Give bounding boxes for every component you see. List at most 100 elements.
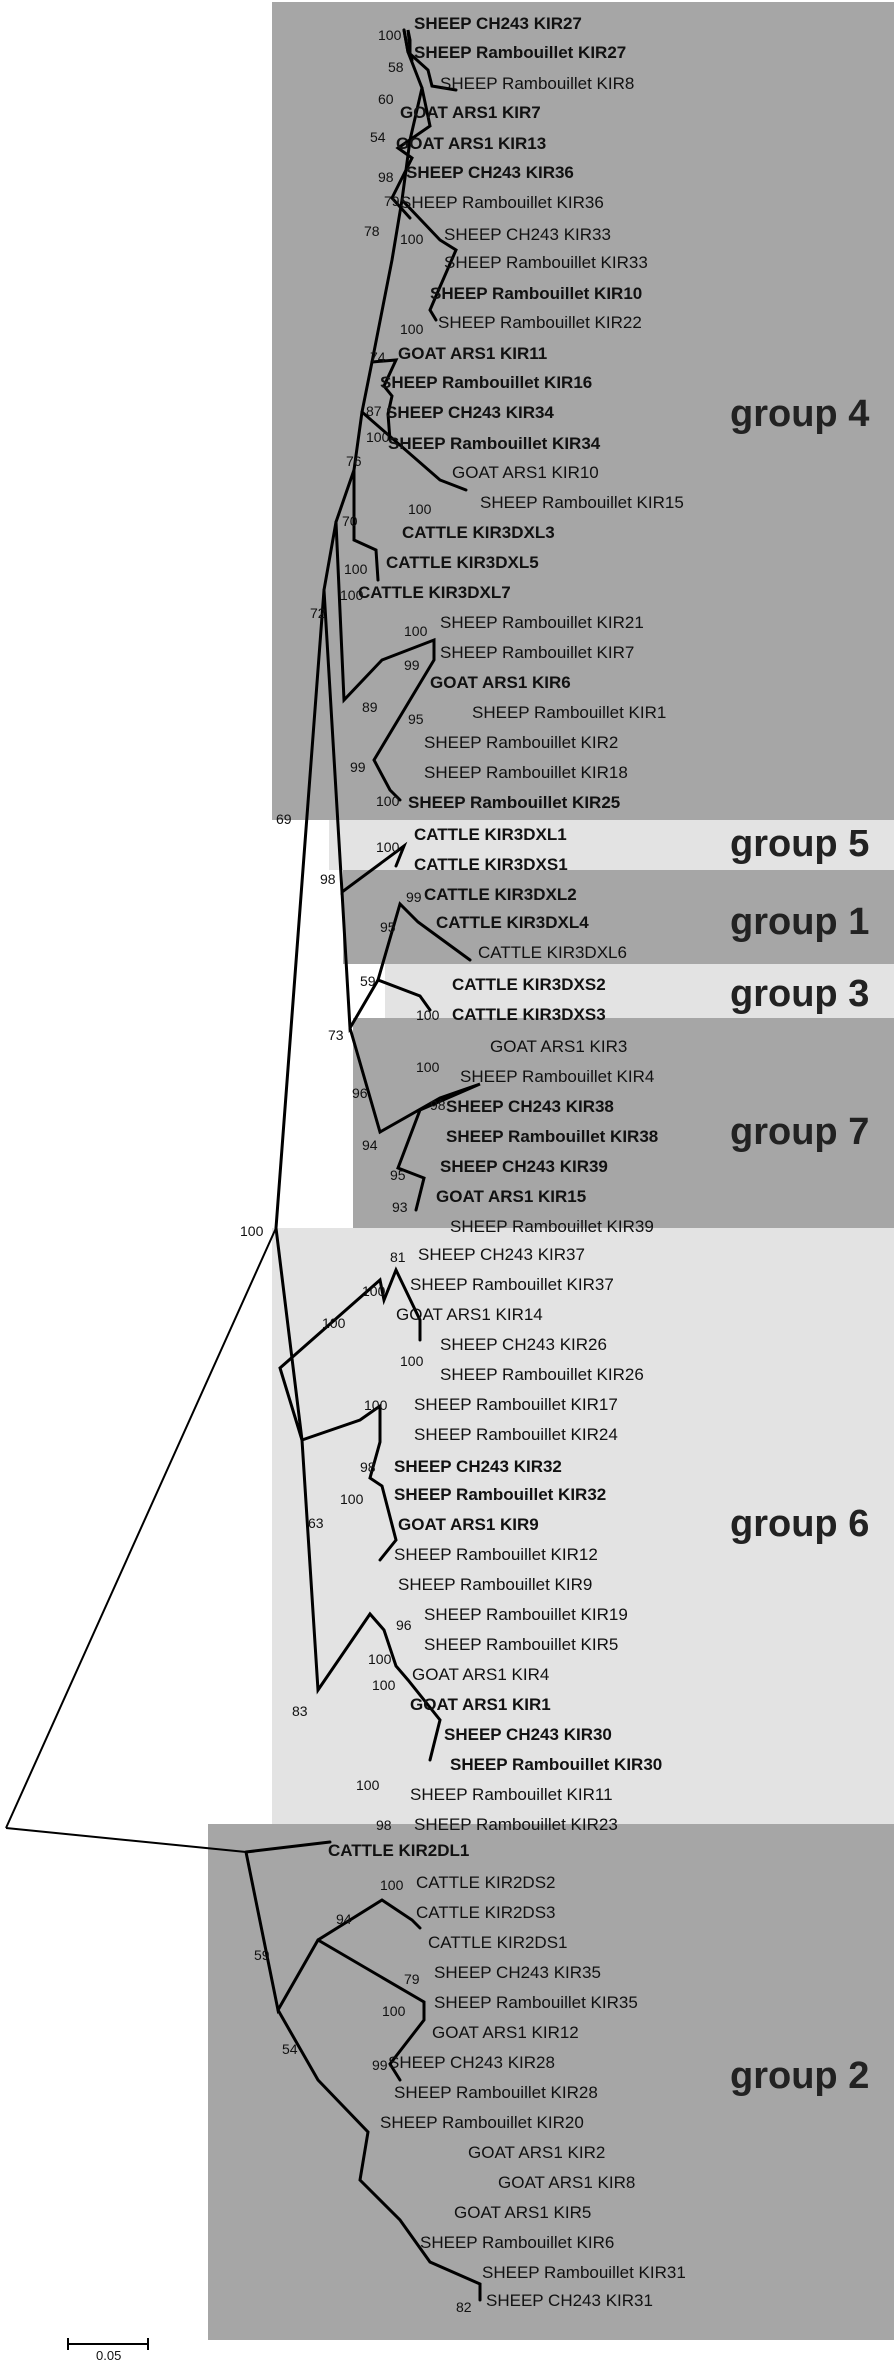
leaf-label: SHEEP Rambouillet KIR22 bbox=[438, 313, 642, 332]
leaf-label: GOAT ARS1 KIR15 bbox=[436, 1187, 586, 1206]
leaf-label: SHEEP Rambouillet KIR18 bbox=[424, 763, 628, 782]
leaf-label: SHEEP Rambouillet KIR1 bbox=[472, 703, 666, 722]
leaf-label: SHEEP Rambouillet KIR20 bbox=[380, 2113, 584, 2132]
group-2-box bbox=[208, 1824, 894, 2340]
bootstrap-value: 100 bbox=[364, 1397, 388, 1413]
bootstrap-value: 87 bbox=[366, 403, 382, 419]
bootstrap-value: 54 bbox=[282, 2041, 298, 2057]
leaf-label: SHEEP Rambouillet KIR33 bbox=[444, 253, 648, 272]
leaf-label: CATTLE KIR3DXL5 bbox=[386, 553, 539, 572]
bootstrap-value: 72 bbox=[310, 605, 326, 621]
scale-bar-line bbox=[67, 2338, 149, 2350]
leaf-label: GOAT ARS1 KIR11 bbox=[398, 344, 547, 363]
leaf-label: CATTLE KIR3DXL6 bbox=[478, 943, 627, 962]
leaf-label: GOAT ARS1 KIR4 bbox=[412, 1665, 549, 1684]
bootstrap-value: 70 bbox=[342, 513, 358, 529]
group-label-3: group 3 bbox=[730, 973, 869, 1015]
branch-kir33-10 bbox=[400, 198, 458, 322]
leaf-label: GOAT ARS1 KIR14 bbox=[396, 1305, 543, 1324]
group-5-box bbox=[329, 820, 894, 870]
leaf-label: SHEEP Rambouillet KIR7 bbox=[440, 643, 634, 662]
group-label-7: group 7 bbox=[730, 1111, 869, 1153]
bootstrap-value: 100 bbox=[400, 321, 424, 337]
branch-g2-bottom bbox=[276, 2008, 482, 2302]
leaf-label: SHEEP Rambouillet KIR5 bbox=[424, 1635, 618, 1654]
bootstrap-value: 100 bbox=[340, 1491, 364, 1507]
leaf-label: SHEEP Rambouillet KIR36 bbox=[400, 193, 604, 212]
leaf-label: SHEEP CH243 KIR27 bbox=[414, 14, 582, 33]
leaf-label: GOAT ARS1 KIR6 bbox=[430, 673, 571, 692]
bootstrap-value: 60 bbox=[378, 91, 394, 107]
leaf-label: SHEEP CH243 KIR36 bbox=[406, 163, 574, 182]
bootstrap-value: 100 bbox=[340, 587, 364, 603]
bootstrap-value: 100 bbox=[240, 1223, 264, 1239]
group-6-box bbox=[272, 1228, 894, 1824]
bootstrap-value: 58 bbox=[388, 59, 404, 75]
leaf-label: GOAT ARS1 KIR1 bbox=[410, 1695, 551, 1714]
bootstrap-value: 79 bbox=[404, 1971, 420, 1987]
branch-group3 bbox=[376, 978, 432, 1012]
leaf-label: SHEEP Rambouillet KIR21 bbox=[440, 613, 644, 632]
bootstrap-value: 100 bbox=[356, 1777, 380, 1793]
leaf-label: CATTLE KIR2DS1 bbox=[428, 1933, 568, 1952]
leaf-label: SHEEP Rambouillet KIR30 bbox=[450, 1755, 662, 1774]
leaf-label: SHEEP Rambouillet KIR12 bbox=[394, 1545, 598, 1564]
branch-group5 bbox=[322, 588, 408, 895]
leaf-label: GOAT ARS1 KIR9 bbox=[398, 1515, 539, 1534]
branch-root-upper bbox=[5, 1227, 277, 1829]
bootstrap-value: 99 bbox=[372, 2057, 388, 2073]
bootstrap-value: 98 bbox=[320, 871, 336, 887]
leaf-label: SHEEP Rambouillet KIR25 bbox=[408, 793, 620, 812]
group-labels: group 4 group 5 group 1 group 3 group 7 … bbox=[730, 393, 869, 2097]
leaf-label: GOAT ARS1 KIR5 bbox=[454, 2203, 591, 2222]
leaf-label: SHEEP Rambouillet KIR39 bbox=[450, 1217, 654, 1236]
leaf-label: SHEEP Rambouillet KIR27 bbox=[414, 43, 626, 62]
leaf-label: SHEEP Rambouillet KIR10 bbox=[430, 284, 642, 303]
leaf-label: SHEEP Rambouillet KIR16 bbox=[380, 373, 592, 392]
bootstrap-value: 63 bbox=[308, 1515, 324, 1531]
bootstrap-value: 100 bbox=[400, 1353, 424, 1369]
leaf-label: CATTLE KIR2DS2 bbox=[416, 1873, 556, 1892]
group-label-6: group 6 bbox=[730, 1503, 869, 1545]
group-label-1: group 1 bbox=[730, 901, 869, 943]
group-shading bbox=[208, 2, 894, 2340]
bootstrap-value: 100 bbox=[376, 839, 400, 855]
leaf-label: SHEEP CH243 KIR31 bbox=[486, 2291, 653, 2310]
scale-bar-label: 0.05 bbox=[96, 2348, 121, 2362]
bootstrap-value: 81 bbox=[390, 1249, 406, 1265]
bootstrap-value: 78 bbox=[364, 223, 380, 239]
leaf-label: SHEEP CH243 KIR39 bbox=[440, 1157, 608, 1176]
bootstrap-values: 100 58 60 54 98 79 78 100 100 74 87 100 … bbox=[240, 27, 472, 2315]
leaf-label: SHEEP Rambouillet KIR34 bbox=[388, 434, 601, 453]
bootstrap-value: 100 bbox=[376, 793, 400, 809]
bootstrap-value: 89 bbox=[362, 699, 378, 715]
leaf-label: GOAT ARS1 KIR2 bbox=[468, 2143, 605, 2162]
bootstrap-value: 100 bbox=[382, 2003, 406, 2019]
bootstrap-value: 54 bbox=[370, 129, 386, 145]
bootstrap-value: 100 bbox=[416, 1059, 440, 1075]
leaf-label: SHEEP Rambouillet KIR11 bbox=[410, 1785, 613, 1804]
branch-cattle-3dxl bbox=[352, 468, 380, 582]
bootstrap-value: 100 bbox=[416, 1007, 440, 1023]
branch-kir10-15 bbox=[360, 410, 468, 492]
bootstrap-value: 99 bbox=[406, 889, 422, 905]
bootstrap-value: 100 bbox=[322, 1315, 346, 1331]
group-1-box bbox=[343, 870, 894, 964]
bootstrap-value: 94 bbox=[362, 1137, 378, 1153]
bootstrap-value: 98 bbox=[430, 1097, 446, 1113]
leaf-label: SHEEP Rambouillet KIR15 bbox=[480, 493, 684, 512]
leaf-label: GOAT ARS1 KIR7 bbox=[400, 103, 541, 122]
leaf-label: GOAT ARS1 KIR3 bbox=[490, 1037, 627, 1056]
group-4-box bbox=[272, 2, 894, 820]
bootstrap-value: 95 bbox=[390, 1167, 406, 1183]
tree-branches bbox=[5, 28, 482, 2302]
leaf-label: GOAT ARS1 KIR12 bbox=[432, 2023, 579, 2042]
leaf-label: SHEEP Rambouillet KIR19 bbox=[424, 1605, 628, 1624]
leaf-label: CATTLE KIR3DXL2 bbox=[424, 885, 577, 904]
leaf-label: SHEEP Rambouillet KIR37 bbox=[410, 1275, 614, 1294]
bootstrap-value: 96 bbox=[352, 1085, 368, 1101]
leaf-label: SHEEP CH243 KIR37 bbox=[418, 1245, 585, 1264]
bootstrap-value: 98 bbox=[378, 169, 394, 185]
leaf-label: CATTLE KIR2DS3 bbox=[416, 1903, 556, 1922]
branch-g4-a bbox=[402, 28, 458, 92]
